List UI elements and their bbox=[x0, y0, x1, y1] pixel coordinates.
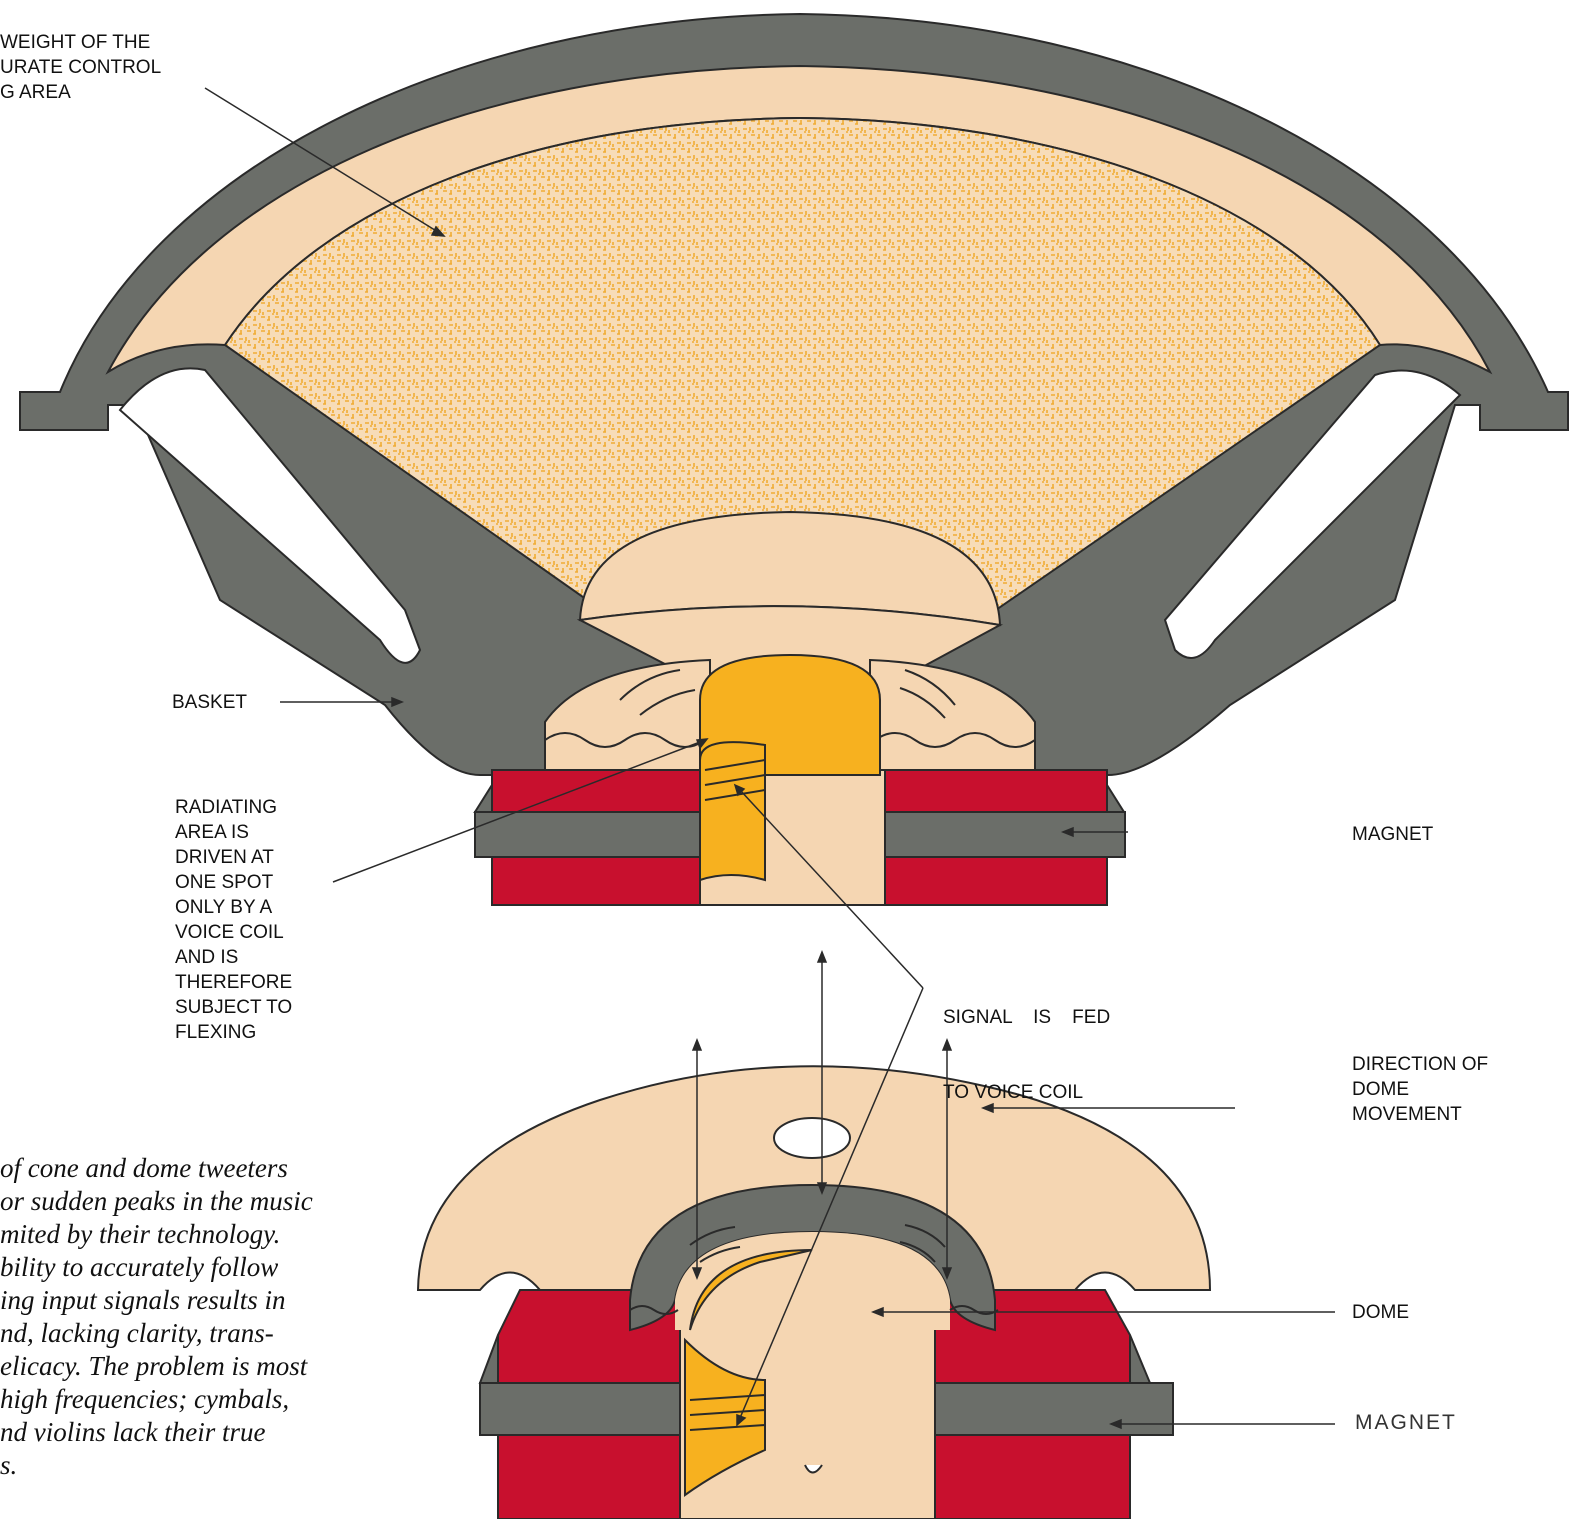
caption-text: of cone and dome tweeters or sudden peak… bbox=[0, 1152, 400, 1482]
magnet-bottom-left bbox=[492, 857, 700, 905]
caption-line: nd, lacking clarity, trans- bbox=[0, 1317, 400, 1350]
cone-speaker bbox=[20, 14, 1568, 905]
label-radiating-line: FLEXING bbox=[175, 1020, 292, 1045]
caption-line: bility to accurately follow bbox=[0, 1251, 400, 1284]
caption-line: of cone and dome tweeters bbox=[0, 1152, 400, 1185]
label-signal: SIGNAL IS FED TO VOICE COIL bbox=[943, 955, 1110, 1130]
caption-line: elicacy. The problem is most bbox=[0, 1350, 400, 1383]
caption-line: mited by their technology. bbox=[0, 1218, 400, 1251]
label-top-left-line: WEIGHT OF THE bbox=[0, 30, 161, 55]
label-radiating-area: RADIATING AREA IS DRIVEN AT ONE SPOT ONL… bbox=[175, 795, 292, 1045]
label-radiating-line: RADIATING bbox=[175, 795, 292, 820]
label-radiating-line: ONE SPOT bbox=[175, 870, 292, 895]
caption-line: high frequencies; cymbals, bbox=[0, 1383, 400, 1416]
magnet-top-plate-right bbox=[885, 770, 1107, 812]
dome-tweeter bbox=[418, 1066, 1210, 1519]
magnet-bottom-right bbox=[885, 857, 1107, 905]
label-direction-of-dome-movement: DIRECTION OF DOME MOVEMENT bbox=[1352, 1052, 1488, 1127]
label-magnet-bottom: MAGNET bbox=[1355, 1410, 1457, 1435]
label-radiating-line: AND IS bbox=[175, 945, 292, 970]
label-top-left-line: URATE CONTROL bbox=[0, 55, 161, 80]
label-direction-line: DIRECTION OF bbox=[1352, 1052, 1488, 1077]
label-magnet-top: MAGNET bbox=[1352, 822, 1433, 847]
label-direction-line: DOME bbox=[1352, 1077, 1488, 1102]
caption-line: s. bbox=[0, 1449, 400, 1482]
label-direction-line: MOVEMENT bbox=[1352, 1102, 1488, 1127]
caption-line: nd violins lack their true bbox=[0, 1416, 400, 1449]
label-signal-line: SIGNAL IS FED bbox=[943, 1005, 1110, 1030]
label-radiating-line: DRIVEN AT bbox=[175, 845, 292, 870]
voice-coil-curl bbox=[700, 742, 765, 880]
label-radiating-line: AREA IS bbox=[175, 820, 292, 845]
caption-line: ing input signals results in bbox=[0, 1284, 400, 1317]
tweeter-gray-band bbox=[480, 1383, 680, 1435]
label-signal-line: TO VOICE COIL bbox=[943, 1080, 1110, 1105]
label-radiating-line: SUBJECT TO bbox=[175, 995, 292, 1020]
dome-vent-hole bbox=[774, 1118, 850, 1158]
magnet-top-plate-left bbox=[492, 770, 700, 812]
label-radiating-line: THEREFORE bbox=[175, 970, 292, 995]
label-top-left: WEIGHT OF THE URATE CONTROL G AREA bbox=[0, 30, 161, 105]
label-top-left-line: G AREA bbox=[0, 80, 161, 105]
label-radiating-line: VOICE COIL bbox=[175, 920, 292, 945]
label-basket: BASKET bbox=[172, 690, 247, 715]
label-radiating-line: ONLY BY A bbox=[175, 895, 292, 920]
caption-line: or sudden peaks in the music bbox=[0, 1185, 400, 1218]
label-dome: DOME bbox=[1352, 1300, 1409, 1325]
